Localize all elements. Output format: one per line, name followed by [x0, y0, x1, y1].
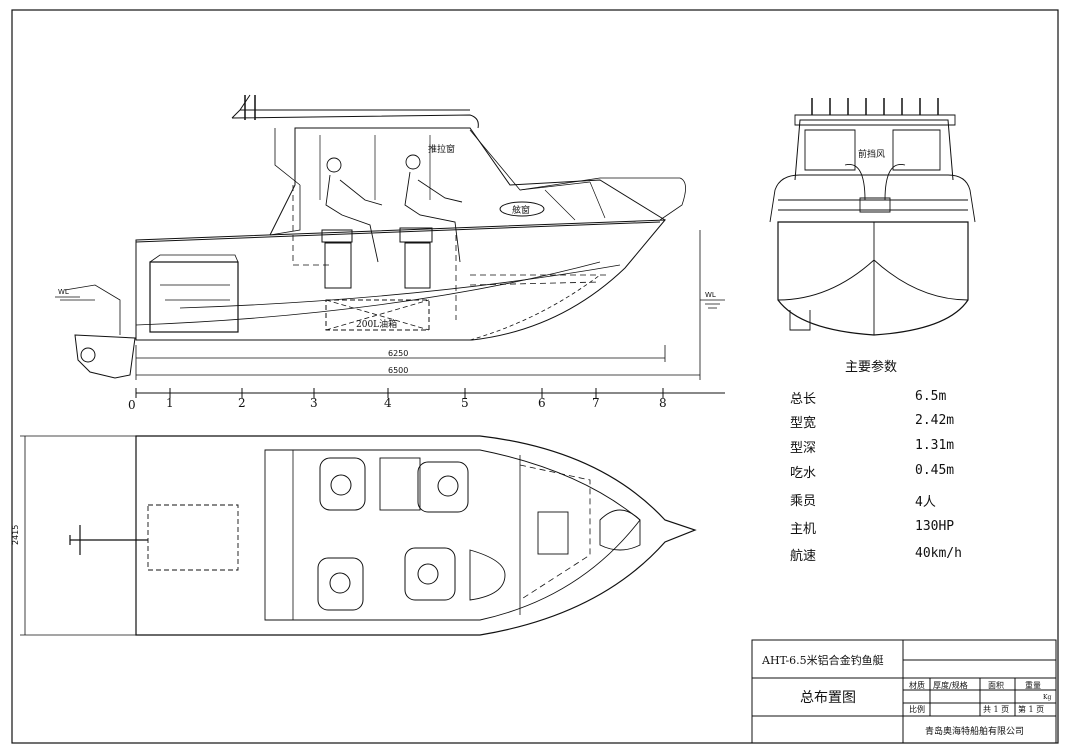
dim-2415: 2415 [11, 525, 20, 545]
label-fuel-tank: 200L油箱 [356, 318, 397, 330]
tb-area: 面积 [988, 680, 1004, 690]
drawing-border [11, 9, 1059, 744]
tb-scale: 比例 [909, 704, 925, 714]
spec-key-depth: 型深 [790, 441, 817, 456]
specs-title: 主要参数 [845, 360, 898, 375]
station-4: 4 [384, 396, 392, 410]
station-6: 6 [538, 396, 546, 410]
spec-key-draft: 吃水 [790, 466, 817, 481]
plan-view [20, 435, 697, 636]
spec-key-length: 总长 [790, 392, 817, 407]
tb-company: 青岛奥海特船舶有限公司 [925, 725, 1024, 737]
spec-value-length: 6.5m [915, 389, 947, 404]
label-waterline-fwd: WL [705, 291, 716, 299]
station-5: 5 [461, 396, 469, 410]
tb-page: 第 1 页 [1018, 704, 1044, 714]
waterline-symbol [55, 296, 725, 309]
station-1: 1 [166, 396, 174, 410]
spec-key-beam: 型宽 [790, 416, 817, 431]
tb-total-pages: 共 1 页 [983, 705, 1009, 714]
beam-dimension-line [20, 435, 136, 636]
dim-6500: 6500 [388, 366, 408, 375]
tb-thickness: 厚度/规格 [933, 680, 968, 690]
hull-side [135, 219, 667, 341]
spec-value-draft: 0.45m [915, 463, 955, 478]
front-railing [769, 174, 976, 223]
label-front-windshield: 前挡风 [858, 148, 885, 160]
seated-crew [325, 154, 463, 263]
spec-key-engine: 主机 [790, 522, 817, 537]
side-profile-view [55, 94, 725, 398]
station-2: 2 [238, 396, 246, 410]
station-3: 3 [310, 396, 318, 410]
spec-key-crew: 乘员 [790, 494, 817, 509]
front-hull [777, 221, 969, 336]
front-view [769, 98, 976, 336]
front-cabin [794, 119, 954, 181]
outboard-motor [74, 334, 136, 379]
spec-value-crew: 4人 [915, 495, 936, 510]
station-8: 8 [659, 396, 667, 410]
spec-value-depth: 1.31m [915, 438, 955, 453]
spec-value-engine: 130HP [915, 519, 955, 534]
cabin-structure [269, 127, 666, 236]
label-waterline-aft: WL [58, 288, 69, 296]
engine-block [149, 261, 239, 333]
tb-material: 材质 [909, 680, 925, 690]
station-0: 0 [128, 398, 136, 412]
fuel-tank [325, 299, 430, 331]
tb-weight: 重量 [1025, 680, 1041, 690]
tb-drawing-name: 总布置图 [800, 690, 856, 706]
cabin-window [499, 201, 545, 217]
title-block [751, 639, 1057, 744]
spec-value-beam: 2.42m [915, 413, 955, 428]
label-sliding-window: 推拉窗 [428, 143, 455, 155]
tb-kg: Kg [1043, 694, 1051, 701]
spec-key-speed: 航速 [790, 549, 817, 564]
dim-6250: 6250 [388, 349, 408, 358]
tb-project: AHT-6.5米铝合金钓鱼艇 [761, 653, 884, 667]
label-cabin-window: 舷窗 [512, 204, 530, 216]
station-7: 7 [592, 396, 600, 410]
plan-engine [147, 504, 239, 571]
plan-hull-outline [135, 435, 697, 636]
roof-rail [231, 94, 479, 129]
spec-value-speed: 40km/h [915, 546, 962, 561]
